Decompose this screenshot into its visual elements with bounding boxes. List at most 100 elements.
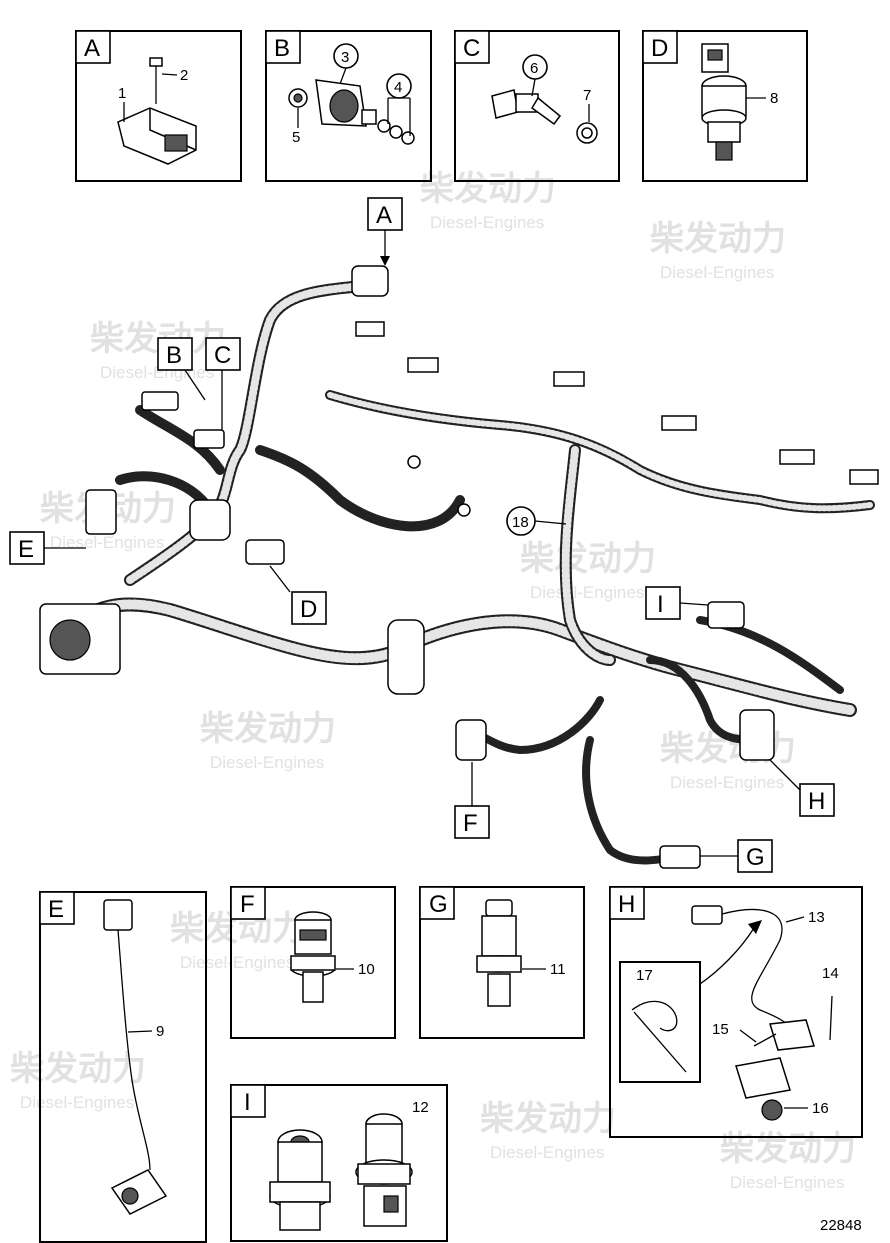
watermark: 柴发动力 Diesel-Engines [420, 170, 556, 232]
callout-a: A [367, 197, 403, 266]
detail-box-f-letter: F [240, 891, 255, 918]
svg-text:柴发动力: 柴发动力 [420, 170, 556, 208]
detail-box-d: D 8 [642, 30, 808, 182]
speed-sensor-illustration [103, 899, 168, 1215]
svg-text:G: G [746, 844, 765, 871]
svg-text:柴发动力: 柴发动力 [480, 1100, 616, 1138]
item-7-number: 7 [583, 87, 591, 104]
detail-box-b: B 3 4 5 [265, 30, 432, 182]
detail-box-d-letter: D [651, 35, 668, 62]
detail-box-c: C 6 7 [454, 30, 620, 182]
svg-text:B: B [166, 342, 182, 369]
svg-text:18: 18 [512, 514, 529, 531]
item-12-number: 12 [412, 1099, 429, 1116]
metering-valve-illustration [701, 43, 747, 161]
item-5-number: 5 [292, 129, 300, 146]
svg-text:Diesel-Engines: Diesel-Engines [530, 583, 644, 602]
svg-text:E: E [18, 536, 34, 563]
detail-box-a-letter: A [84, 35, 100, 62]
connector-i-illustration [707, 601, 745, 629]
wiring-harness [39, 265, 879, 869]
detail-box-h-letter: H [618, 891, 635, 918]
svg-text:C: C [214, 342, 231, 369]
svg-text:柴发动力: 柴发动力 [720, 1130, 856, 1168]
svg-text:Diesel-Engines: Diesel-Engines [490, 1143, 604, 1162]
svg-text:Diesel-Engines: Diesel-Engines [670, 773, 784, 792]
item-2-number: 2 [180, 67, 188, 84]
item-1-number: 1 [118, 85, 126, 102]
item-8-number: 8 [770, 90, 778, 107]
detail-box-e-letter: E [48, 896, 64, 923]
svg-text:Diesel-Engines: Diesel-Engines [430, 213, 544, 232]
watermark: 柴发动力 Diesel-Engines [480, 1100, 616, 1162]
drawing-number: 22848 [820, 1217, 862, 1234]
item-14-number: 14 [822, 965, 839, 982]
svg-text:柴发动力: 柴发动力 [200, 710, 336, 748]
callout-d: D [269, 565, 327, 625]
sensor-i-right-illustration [355, 1113, 413, 1227]
item-13-number: 13 [808, 909, 825, 926]
watermark: 柴发动力 Diesel-Engines [200, 710, 336, 772]
connector-h-illustration [739, 709, 775, 761]
detail-box-i: I 12 [230, 1084, 448, 1242]
svg-text:Diesel-Engines: Diesel-Engines [180, 953, 294, 972]
callout-f: F [454, 762, 490, 839]
detail-box-a-letter-frame [75, 30, 111, 64]
watermark: 柴发动力 Diesel-Engines [720, 1130, 856, 1192]
callout-i: I [645, 586, 709, 620]
callout-c: C [205, 337, 241, 430]
svg-text:F: F [463, 810, 478, 837]
svg-text:Diesel-Engines: Diesel-Engines [20, 1093, 134, 1112]
svg-text:柴发动力: 柴发动力 [650, 220, 786, 258]
injector-plugs [355, 321, 879, 517]
item-6-number: 6 [530, 60, 538, 77]
svg-text:D: D [300, 596, 317, 623]
connector-g-illustration [659, 845, 701, 869]
svg-text:Diesel-Engines: Diesel-Engines [50, 533, 164, 552]
cable-tie-illustration [631, 1000, 687, 1073]
callout-b: B [157, 337, 206, 401]
item-15-number: 15 [712, 1021, 729, 1038]
svg-text:Diesel-Engines: Diesel-Engines [100, 363, 214, 382]
detail-box-i-letter: I [244, 1089, 251, 1116]
detail-box-a: A 1 2 [75, 30, 242, 182]
detail-box-g-letter: G [429, 891, 448, 918]
watermark: 柴发动力 Diesel-Engines [520, 540, 656, 602]
svg-text:柴发动力: 柴发动力 [520, 540, 656, 578]
detail-box-h: H 17 13 14 15 16 [609, 886, 863, 1138]
watermark: 柴发动力 Diesel-Engines [650, 220, 786, 282]
callout-e: E [9, 531, 86, 565]
callout-g: G [700, 839, 773, 873]
pressure-regulator-illustration [288, 79, 415, 145]
watermark-layer: 柴发动力 Diesel-Engines 柴发动力 Diesel-Engines … [10, 170, 856, 1192]
item-17-number: 17 [636, 967, 653, 984]
connector-f-illustration [455, 719, 487, 761]
detail-box-e: E 9 [39, 891, 207, 1243]
connector-d-illustration [245, 539, 285, 565]
temperature-sensor-illustration [491, 89, 598, 144]
item-16-number: 16 [812, 1100, 829, 1117]
svg-text:I: I [657, 591, 664, 618]
detail-box-b-letter: B [274, 35, 290, 62]
sensor-harness-h-illustration [691, 905, 833, 1121]
connector-e-illustration [85, 489, 117, 535]
map-sensor-illustration [117, 57, 197, 165]
item-4-number: 4 [394, 79, 402, 96]
svg-text:Diesel-Engines: Diesel-Engines [730, 1173, 844, 1192]
pressure-sensor-f-illustration [290, 911, 336, 1003]
item-9-number: 9 [156, 1023, 164, 1040]
detail-box-f: F 10 [230, 886, 396, 1039]
svg-text:Diesel-Engines: Diesel-Engines [210, 753, 324, 772]
item-3-number: 3 [341, 49, 349, 66]
item-11-number: 11 [550, 961, 566, 978]
watermark: 柴发动力 Diesel-Engines [10, 1050, 146, 1112]
pressure-sensor-g-illustration [476, 899, 522, 1007]
callout-h: H [769, 759, 835, 817]
detail-box-g: G 11 [419, 886, 585, 1039]
callout-18: 18 [506, 506, 567, 536]
detail-box-c-letter: C [463, 35, 480, 62]
svg-text:A: A [376, 202, 392, 229]
sensor-i-left-illustration [269, 1129, 331, 1231]
item-10-number: 10 [358, 961, 375, 978]
